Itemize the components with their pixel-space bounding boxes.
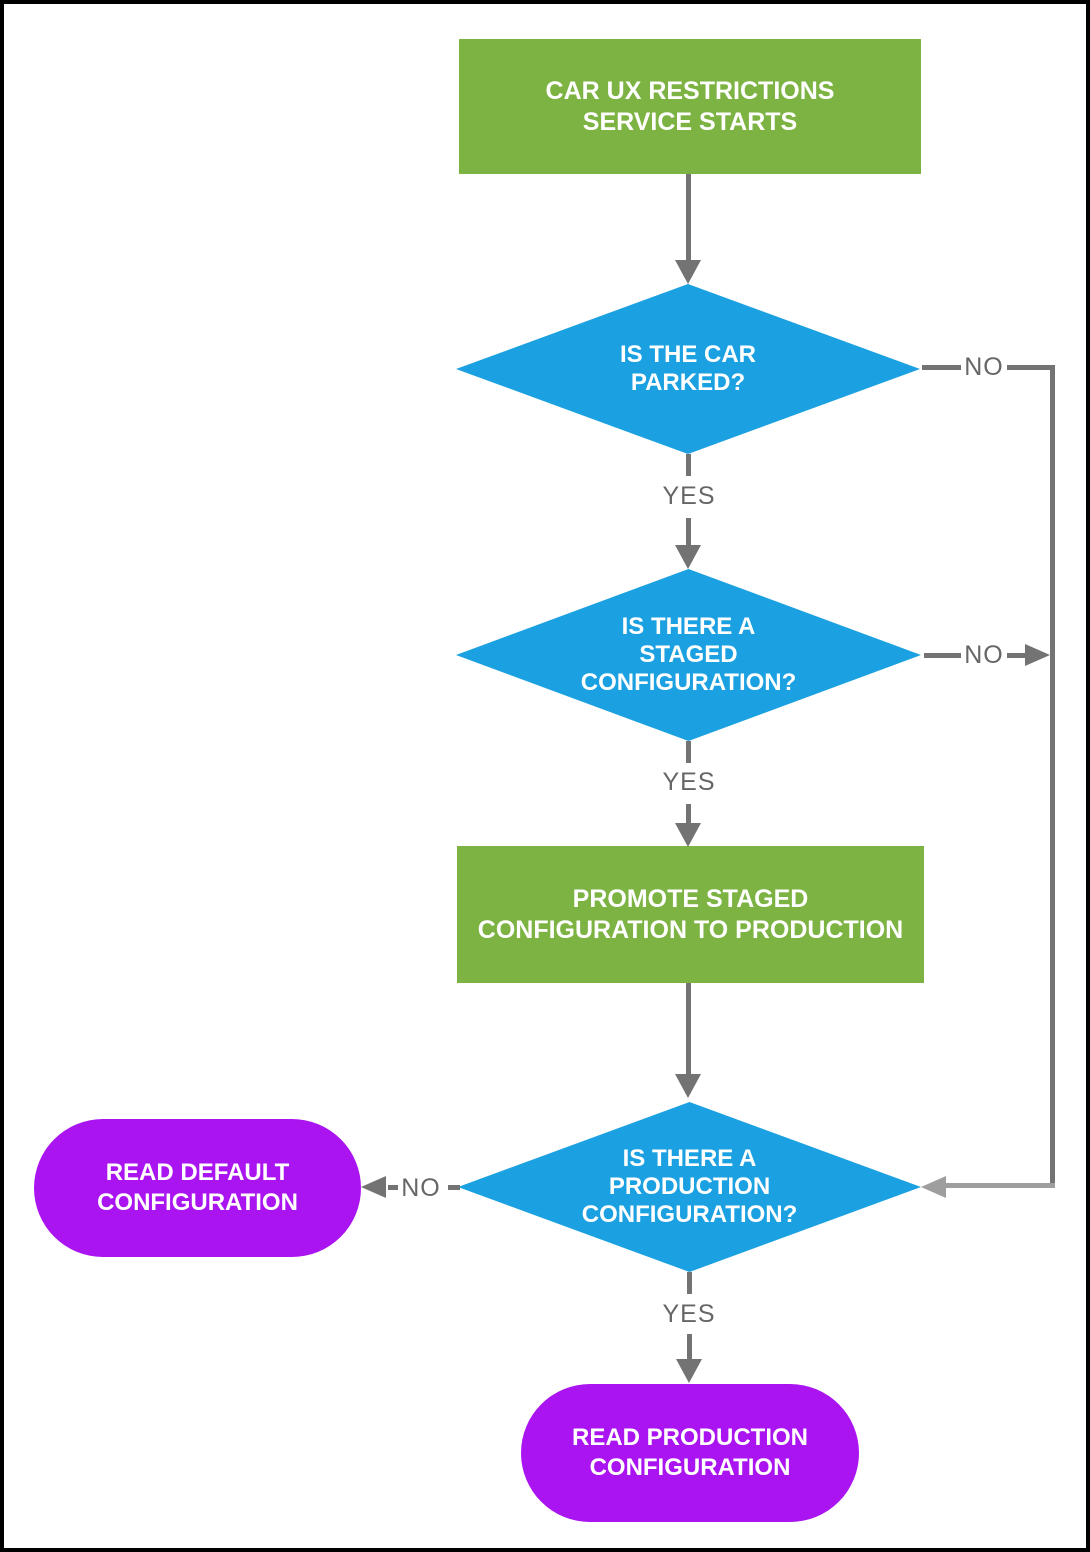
connector-line — [687, 1334, 692, 1360]
node-label-line: CAR UX RESTRICTIONS — [545, 76, 835, 105]
node-label-line: PRODUCTION — [608, 1173, 771, 1200]
edge-label-no: NO — [964, 353, 1004, 381]
node-label-line: SERVICE STARTS — [582, 107, 798, 136]
edge-label-no: NO — [401, 1174, 441, 1202]
arrow-down-head — [675, 823, 701, 847]
node-is-production-configuration: IS THERE A PRODUCTION CONFIGURATION? — [458, 1102, 921, 1272]
arrow-left-head — [921, 1176, 946, 1198]
arrow-left-head — [361, 1176, 386, 1198]
edge-label-yes: YES — [662, 482, 716, 510]
connector-line — [686, 454, 691, 476]
connector-line — [686, 518, 691, 546]
connector-line — [686, 174, 691, 260]
node-read-default-configuration: READ DEFAULT CONFIGURATION — [34, 1119, 361, 1257]
edge-label-yes: YES — [662, 768, 716, 796]
node-label-line: READ PRODUCTION — [571, 1424, 808, 1451]
edge-label-no: NO — [964, 641, 1004, 669]
connector-line — [922, 365, 961, 370]
connector-line — [448, 1185, 460, 1190]
arrow-down-head — [675, 545, 701, 569]
node-label-line: CONFIGURATION? — [581, 1201, 798, 1228]
node-label-line: CONFIGURATION — [589, 1454, 791, 1481]
node-promote-staged-configuration: PROMOTE STAGED CONFIGURATION TO PRODUCTI… — [457, 846, 924, 983]
node-label-line: CONFIGURATION — [97, 1189, 298, 1216]
arrow-right-head — [1025, 644, 1050, 666]
node-label-line: STAGED — [639, 641, 738, 668]
node-is-car-parked: IS THE CAR PARKED? — [456, 284, 920, 454]
connector-line — [1007, 653, 1026, 658]
node-service-starts: CAR UX RESTRICTIONS SERVICE STARTS — [459, 39, 921, 174]
node-is-staged-configuration: IS THERE A STAGED CONFIGURATION? — [456, 569, 921, 741]
node-label-line: IS THERE A — [622, 1145, 757, 1172]
arrow-down-head — [675, 1074, 701, 1098]
connector-line — [944, 1183, 1055, 1188]
node-label-line: PROMOTE STAGED — [572, 884, 809, 913]
node-label-line: PARKED? — [630, 369, 746, 396]
connector-line — [686, 983, 691, 1074]
arrow-down-head — [676, 1359, 702, 1383]
connector-line — [1007, 365, 1055, 370]
node-read-production-configuration: READ PRODUCTION CONFIGURATION — [521, 1384, 859, 1522]
node-label-line: IS THE CAR — [619, 341, 756, 368]
node-label-line: CONFIGURATION? — [580, 669, 797, 696]
connector-line — [687, 1272, 692, 1294]
edge-label-yes: YES — [662, 1300, 716, 1328]
connector-line — [686, 804, 691, 824]
arrow-down-head — [675, 260, 701, 284]
connector-line — [924, 653, 961, 658]
node-label-line: READ DEFAULT — [105, 1159, 290, 1186]
connector-line — [686, 741, 691, 763]
node-label-line: CONFIGURATION TO PRODUCTION — [477, 915, 904, 944]
node-label-line: IS THERE A — [621, 613, 756, 640]
connector-line — [1050, 365, 1055, 1188]
connector-line — [388, 1185, 398, 1190]
